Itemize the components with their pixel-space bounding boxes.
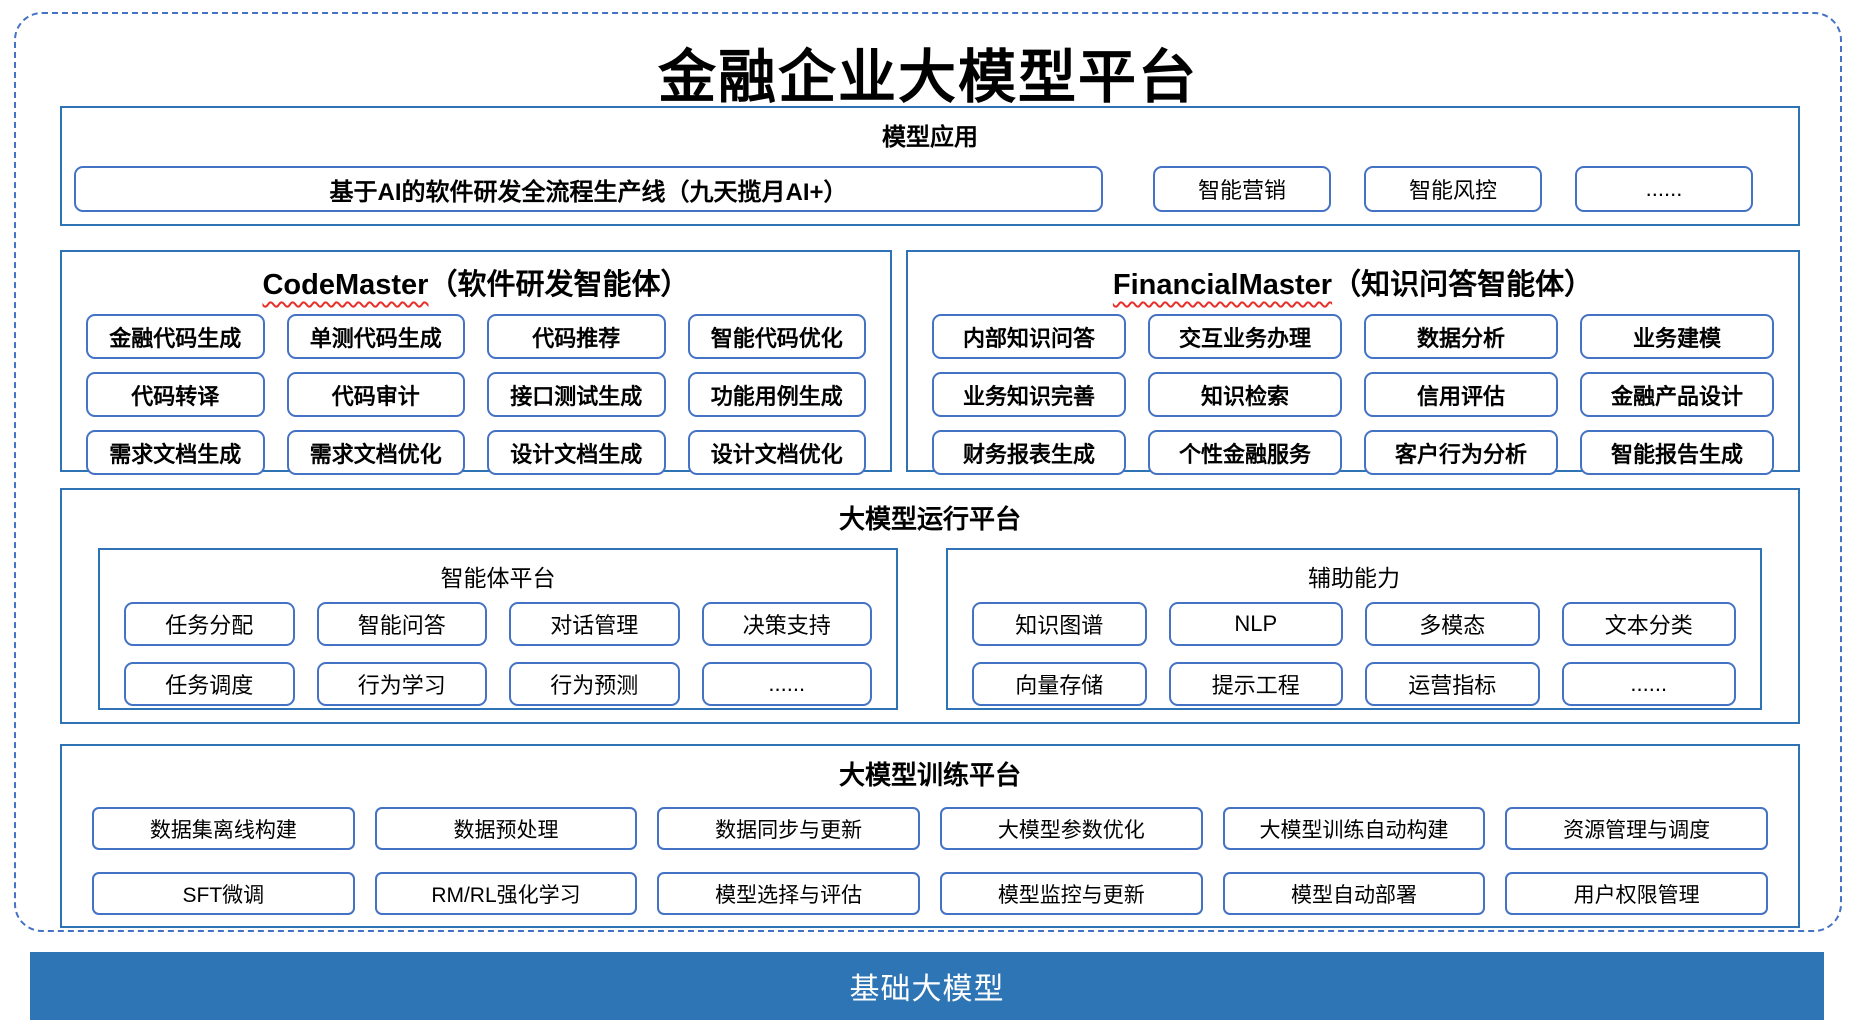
- application-box: 智能风控: [1364, 166, 1542, 212]
- capability-box: 内部知识问答: [932, 314, 1126, 359]
- capability-box: ......: [1561, 662, 1736, 706]
- capability-box: 大模型参数优化: [939, 807, 1203, 850]
- capability-box: 模型自动部署: [1222, 872, 1486, 915]
- capability-box: 数据预处理: [374, 807, 638, 850]
- capability-box: 文本分类: [1561, 602, 1736, 646]
- capability-box: 代码推荐: [487, 314, 666, 359]
- application-box: ......: [1575, 166, 1753, 212]
- financialmaster-subtitle: （知识问答智能体）: [1332, 269, 1594, 301]
- section-codemaster: CodeMaster（软件研发智能体） 金融代码生成单测代码生成代码推荐智能代码…: [60, 250, 892, 475]
- capability-box: 接口测试生成: [487, 372, 666, 417]
- capability-box: 模型监控与更新: [939, 872, 1203, 915]
- section-training-platform: 大模型训练平台 数据集离线构建数据预处理数据同步与更新大模型参数优化大模型训练自…: [60, 744, 1800, 928]
- codemaster-subtitle: （软件研发智能体）: [428, 269, 690, 301]
- runtime-platform-title: 大模型运行平台: [838, 504, 1021, 534]
- capability-box: 大模型训练自动构建: [1222, 807, 1486, 850]
- capability-box: 对话管理: [509, 602, 680, 646]
- capability-box: 知识图谱: [972, 602, 1147, 646]
- capability-box: 金融产品设计: [1580, 372, 1774, 417]
- capability-box: 数据分析: [1364, 314, 1558, 359]
- capability-box: 单测代码生成: [286, 314, 465, 359]
- capability-box: 代码转译: [86, 372, 265, 417]
- training-platform-title: 大模型训练平台: [838, 760, 1021, 790]
- capability-box: 任务调度: [124, 662, 295, 706]
- capability-box: 业务建模: [1580, 314, 1774, 359]
- agent-platform-items: 任务分配智能问答对话管理决策支持任务调度行为学习行为预测......: [100, 602, 896, 706]
- capability-box: 信用评估: [1364, 372, 1558, 417]
- application-box: 智能营销: [1153, 166, 1331, 212]
- auxiliary-capabilities-title: 辅助能力: [1308, 565, 1400, 591]
- financialmaster-title: FinancialMaster（知识问答智能体）: [908, 252, 1798, 303]
- capability-box: 任务分配: [124, 602, 295, 646]
- codemaster-title: CodeMaster（软件研发智能体）: [62, 252, 890, 303]
- section-model-applications: 模型应用 基于AI的软件研发全流程生产线（九天揽月AI+） 智能营销智能风控..…: [60, 106, 1800, 226]
- capability-box: ......: [701, 662, 872, 706]
- financialmaster-name: FinancialMaster: [1112, 269, 1333, 301]
- capability-box: 数据同步与更新: [657, 807, 920, 850]
- capability-box: 金融代码生成: [86, 314, 265, 359]
- capability-box: 智能代码优化: [687, 314, 866, 359]
- capability-box: 模型选择与评估: [657, 872, 920, 915]
- section-model-applications-title: 模型应用: [882, 124, 978, 151]
- capability-box: 决策支持: [701, 602, 872, 646]
- capability-box: RM/RL强化学习: [374, 872, 638, 915]
- model-applications-row: 基于AI的软件研发全流程生产线（九天揽月AI+） 智能营销智能风控......: [62, 166, 1798, 212]
- capability-box: 行为预测: [509, 662, 680, 706]
- capability-box: 需求文档优化: [286, 430, 465, 475]
- capability-box: 多模态: [1365, 602, 1540, 646]
- capability-box: 提示工程: [1168, 662, 1343, 706]
- foundation-model-bar: 基础大模型: [30, 952, 1824, 1020]
- auxiliary-capabilities-box: 辅助能力 知识图谱 NLP 多模态文本分类向量存储提示工程运营指标......: [946, 548, 1762, 710]
- page-title: 金融企业大模型平台: [657, 43, 1198, 111]
- auxiliary-capabilities-items: 知识图谱 NLP 多模态文本分类向量存储提示工程运营指标......: [948, 602, 1760, 706]
- platform-dashed-border: [14, 12, 1842, 932]
- model-applications-items: 智能营销智能风控......: [1153, 166, 1786, 212]
- runtime-row: 智能体平台 任务分配智能问答对话管理决策支持任务调度行为学习行为预测......…: [62, 548, 1798, 710]
- agent-platform-title: 智能体平台: [440, 565, 556, 591]
- training-platform-items: 数据集离线构建数据预处理数据同步与更新大模型参数优化大模型训练自动构建资源管理与…: [62, 807, 1798, 915]
- codemaster-items: 金融代码生成单测代码生成代码推荐智能代码优化代码转译代码审计接口测试生成功能用例…: [62, 314, 890, 475]
- capability-box: 运营指标: [1365, 662, 1540, 706]
- capability-box: 代码审计: [286, 372, 465, 417]
- capability-box: 智能报告生成: [1580, 430, 1774, 475]
- capability-box: SFT微调: [92, 872, 355, 915]
- capability-box: 业务知识完善: [932, 372, 1126, 417]
- ai-pipeline-box: 基于AI的软件研发全流程生产线（九天揽月AI+）: [74, 166, 1103, 212]
- capability-box: 设计文档生成: [487, 430, 666, 475]
- capability-box: 财务报表生成: [932, 430, 1126, 475]
- capability-box: 知识检索: [1148, 372, 1342, 417]
- financialmaster-items: 内部知识问答交互业务办理数据分析业务建模业务知识完善知识检索信用评估金融产品设计…: [908, 314, 1798, 475]
- capability-box: 资源管理与调度: [1505, 807, 1768, 850]
- capability-box: 数据集离线构建: [92, 807, 355, 850]
- codemaster-name: CodeMaster: [262, 269, 429, 301]
- capability-box: 设计文档优化: [687, 430, 866, 475]
- capability-box: 客户行为分析: [1364, 430, 1558, 475]
- capability-box: 交互业务办理: [1148, 314, 1342, 359]
- capability-box: 个性金融服务: [1148, 430, 1342, 475]
- capability-box: 需求文档生成: [86, 430, 265, 475]
- section-runtime-platform: 大模型运行平台 智能体平台 任务分配智能问答对话管理决策支持任务调度行为学习行为…: [60, 488, 1800, 724]
- capability-box: 用户权限管理: [1505, 872, 1768, 915]
- capability-box: 功能用例生成: [687, 372, 866, 417]
- capability-box: 智能问答: [316, 602, 487, 646]
- section-financialmaster: FinancialMaster（知识问答智能体） 内部知识问答交互业务办理数据分…: [906, 250, 1800, 475]
- agent-platform-box: 智能体平台 任务分配智能问答对话管理决策支持任务调度行为学习行为预测......: [98, 548, 898, 710]
- capability-box: 行为学习: [316, 662, 487, 706]
- capability-box: 向量存储: [972, 662, 1147, 706]
- capability-box: NLP: [1168, 602, 1343, 646]
